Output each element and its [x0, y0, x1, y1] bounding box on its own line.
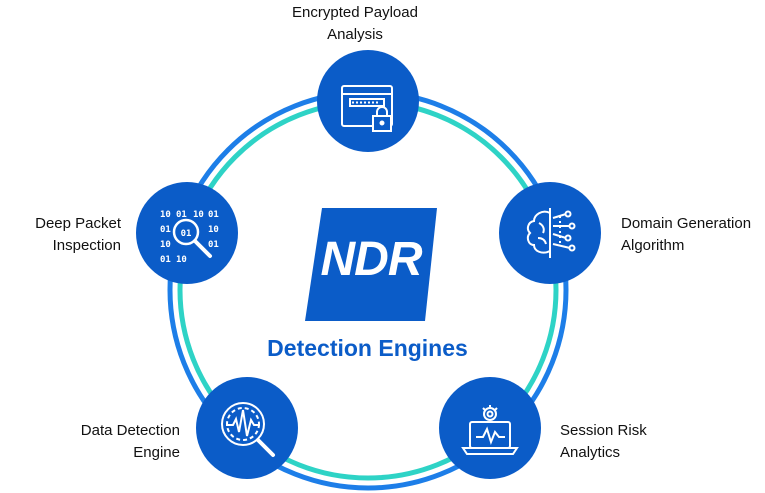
svg-text:01: 01	[160, 225, 171, 235]
label-session-risk: Session Risk Analytics	[560, 420, 710, 464]
label-line-1: Domain Generation	[621, 215, 752, 232]
svg-text:01: 01	[208, 210, 219, 220]
logo-text: NDR	[320, 233, 423, 286]
label-data-detection: Data Detection Engine	[30, 420, 180, 464]
ndr-logo	[305, 208, 437, 321]
svg-text:01: 01	[181, 229, 192, 239]
label-deep-packet: Deep Packet Inspection	[0, 213, 121, 257]
svg-text:01: 01	[208, 240, 219, 250]
svg-text:10: 10	[193, 210, 204, 220]
label-line-2: Inspection	[52, 237, 121, 254]
svg-text:10: 10	[160, 240, 171, 250]
node-domain-generation	[499, 182, 601, 284]
label-line-1: Session Risk	[560, 422, 647, 439]
node-data-detection	[196, 377, 298, 479]
svg-text:10: 10	[208, 225, 219, 235]
label-line-2: Analytics	[560, 444, 621, 461]
label-line-2: Analysis	[327, 26, 383, 43]
label-line-1: Data Detection	[80, 422, 180, 439]
svg-text:10: 10	[176, 255, 187, 265]
label-line-1: Deep Packet	[35, 215, 121, 232]
svg-text:01: 01	[160, 255, 171, 265]
magnifier-glass	[172, 218, 212, 258]
binary-magnifier-icon: 10 01 10 01 01 10 10 01 01 10	[160, 210, 219, 265]
waveform-magnifier-icon	[221, 402, 275, 457]
svg-text:01: 01	[176, 210, 187, 220]
node-deep-packet: 10 01 10 01 01 10 10 01 01 10 01	[136, 182, 238, 284]
diagram-subtitle: Detection Engines	[267, 335, 468, 361]
label-line-2: Engine	[133, 444, 180, 461]
label-line-2: Algorithm	[621, 237, 685, 254]
label-domain-generation: Domain Generation Algorithm	[621, 213, 765, 257]
laptop-gear-icon	[461, 405, 519, 455]
brain-circuit-icon	[526, 208, 576, 258]
label-encrypted-payload: Encrypted Payload Analysis	[255, 2, 455, 46]
svg-text:10: 10	[160, 210, 171, 220]
node-session-risk	[439, 377, 541, 479]
label-line-1: Encrypted Payload	[292, 4, 418, 21]
encrypted-payload-icon	[341, 85, 393, 132]
node-encrypted-payload	[317, 50, 419, 152]
